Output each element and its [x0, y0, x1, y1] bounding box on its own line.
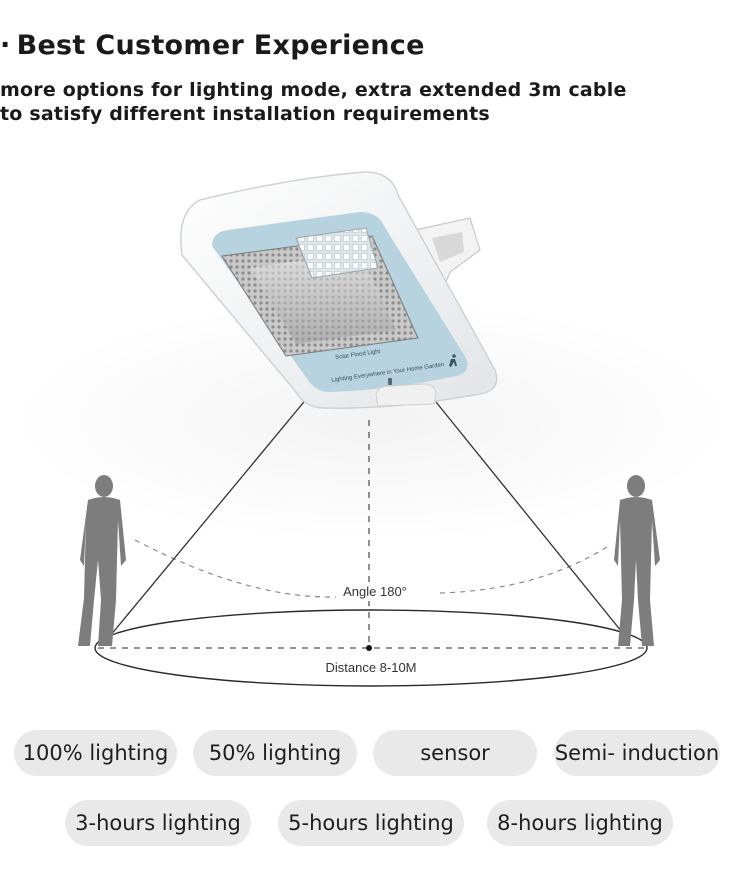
subtitle-line-2: to satisfy different installation requir… [0, 103, 490, 125]
title-bullet: · [0, 30, 11, 61]
angle-arc-left [134, 539, 341, 598]
mode-8-hours: 8-hours lighting [487, 800, 673, 846]
mode-semi-induction: Semi- induction [554, 730, 720, 776]
distance-label: Distance 8-10M [325, 660, 416, 675]
reflector-shading [250, 252, 396, 344]
page-title: ·Best Customer Experience [0, 30, 750, 61]
mode-sensor: sensor [373, 730, 537, 776]
cone-line-left [104, 396, 309, 643]
floor-ellipse [94, 609, 648, 687]
angle-arc-right [439, 544, 611, 594]
mode-3-hours: 3-hours lighting [65, 800, 251, 846]
person-right-icon [614, 475, 660, 646]
cone-line-right [435, 401, 631, 643]
angle-label-bg [336, 583, 414, 601]
angle-label: Angle 180° [343, 584, 407, 599]
person-left-icon [78, 475, 126, 646]
led-chip-block [295, 227, 379, 279]
mode-5-hours: 5-hours lighting [278, 800, 464, 846]
subtitle-line-1: more options for lighting mode, extra ex… [0, 79, 627, 101]
runner-icon [449, 354, 457, 367]
sensor-icon [388, 378, 392, 385]
flood-light-lamp: Solar Flood Light Lighting Everywhere in… [180, 171, 498, 409]
lamp-bottom-tab [375, 383, 437, 407]
title-text: Best Customer Experience [16, 30, 425, 61]
mode-100-percent: 100% lighting [14, 730, 177, 776]
center-point [366, 645, 372, 651]
background-glow [12, 300, 732, 540]
mode-50-percent: 50% lighting [193, 730, 357, 776]
